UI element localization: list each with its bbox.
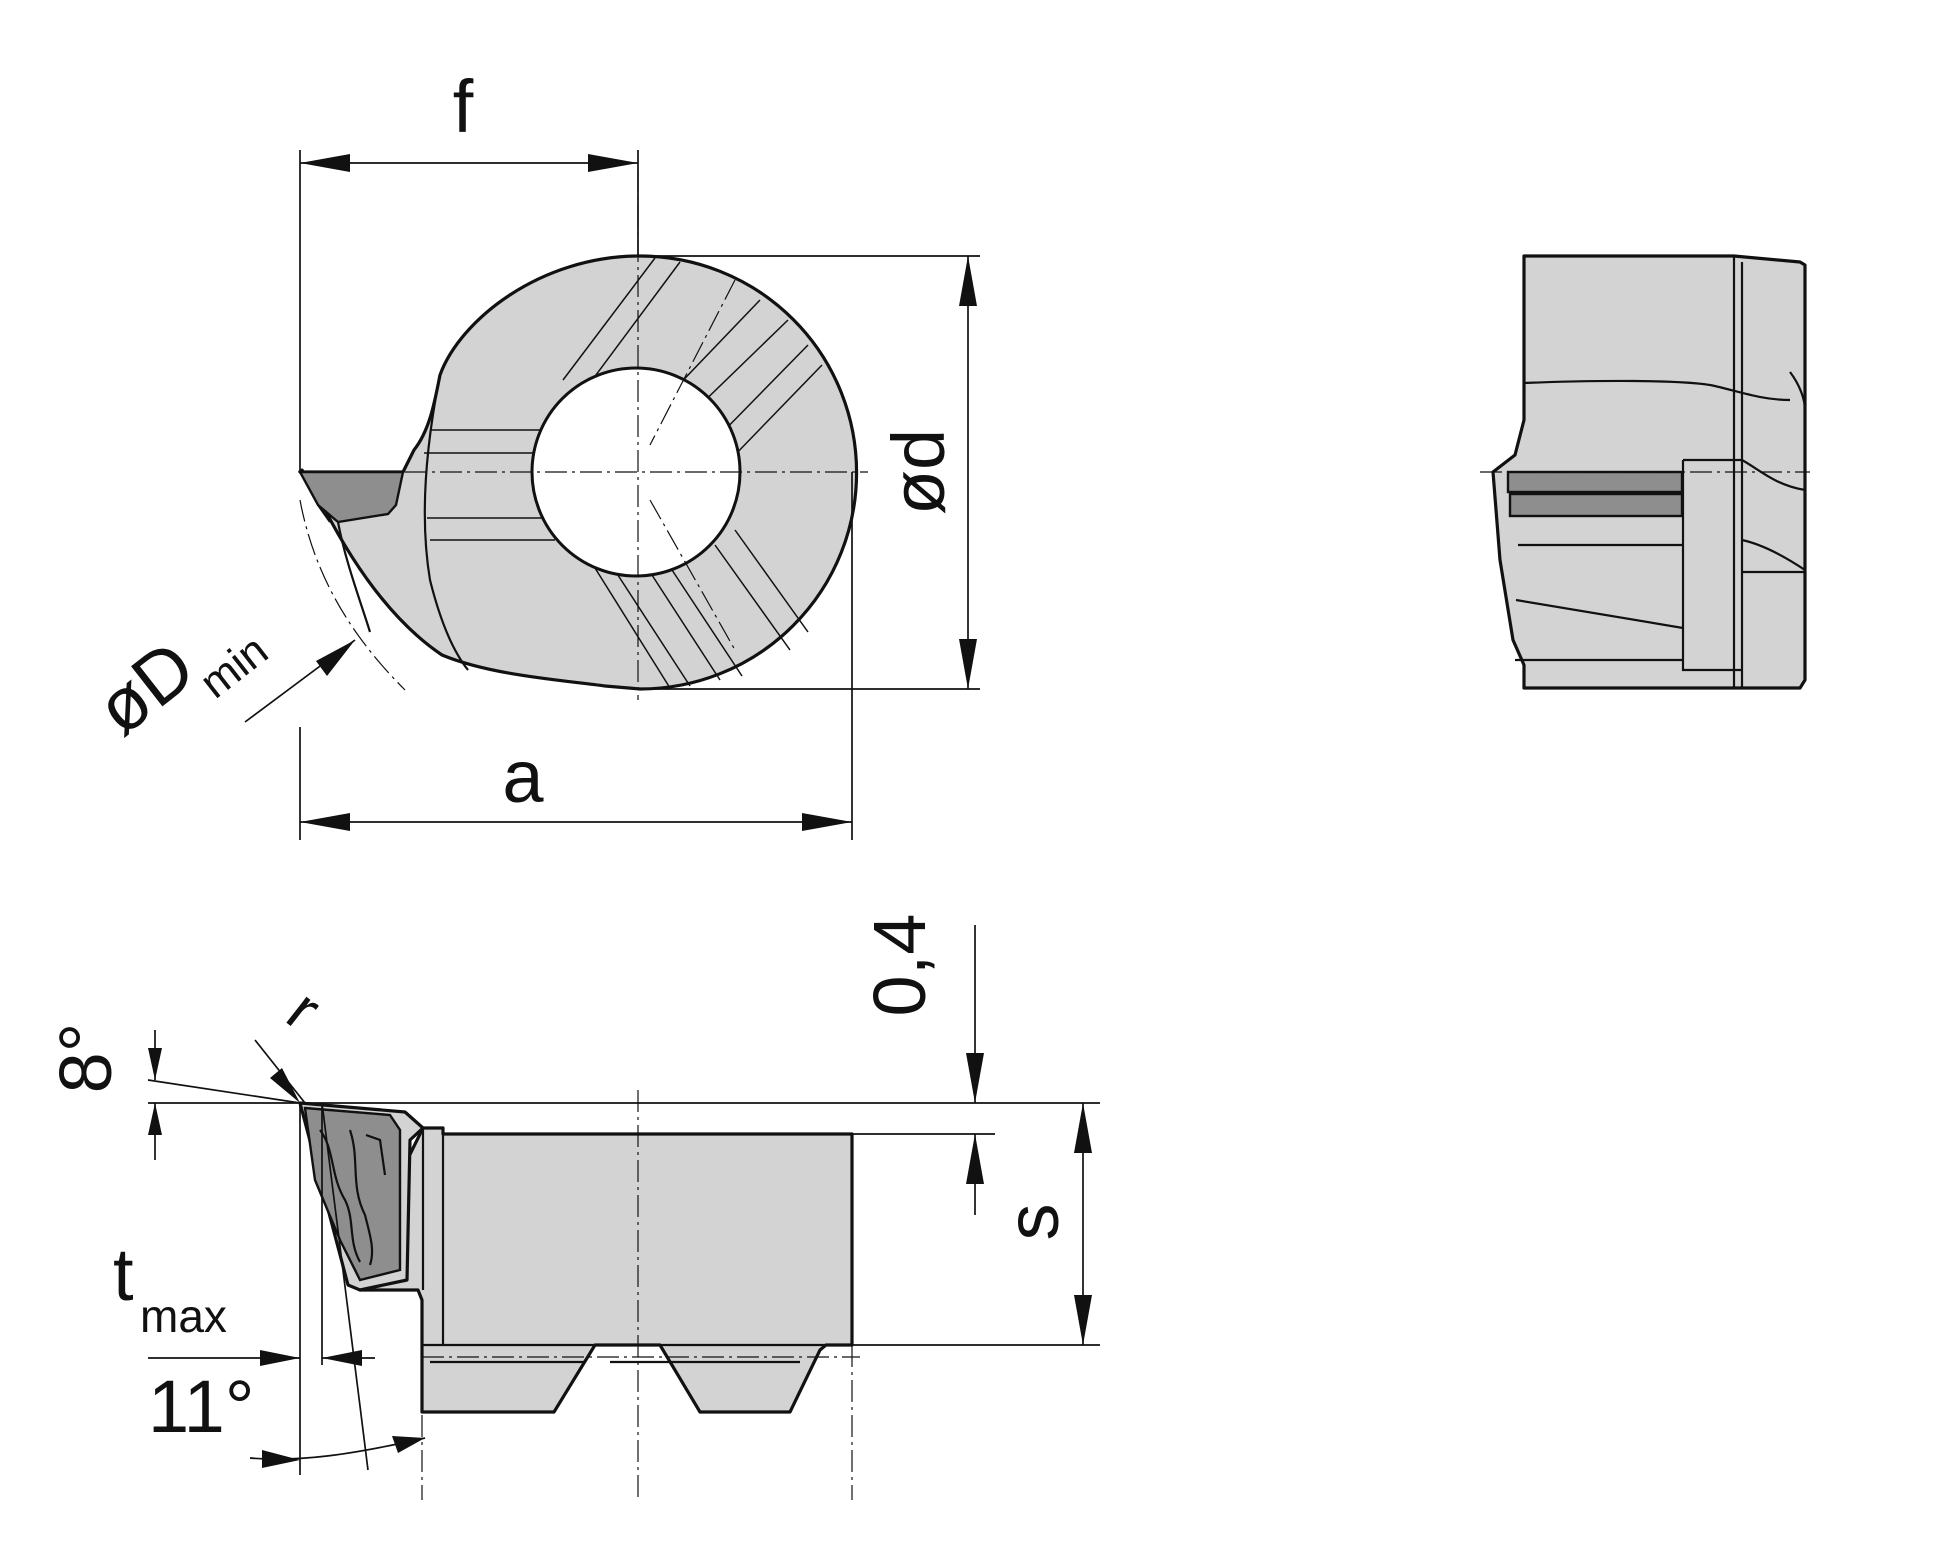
label-angle-8: 8° (44, 1023, 127, 1094)
cutting-edge-side (1506, 470, 1684, 494)
label-t: t (113, 1233, 134, 1316)
label-diameter-d: ød (877, 429, 960, 515)
label-t-subscript: max (140, 1290, 227, 1342)
label-s: s (991, 1204, 1074, 1241)
cutting-edge-top (297, 470, 405, 524)
label-D-subscript: min (191, 626, 277, 708)
side-view (1480, 254, 1810, 690)
label-a: a (502, 735, 544, 818)
front-view (147, 925, 1100, 1500)
top-view (244, 150, 980, 840)
label-r: r (274, 977, 333, 1044)
label-angle-11: 11° (148, 1365, 254, 1448)
label-f: f (453, 65, 474, 148)
label-0-4: 0,4 (858, 914, 941, 1017)
label-diameter-D: øD (81, 624, 210, 750)
chipbreaker-front (303, 1106, 402, 1282)
